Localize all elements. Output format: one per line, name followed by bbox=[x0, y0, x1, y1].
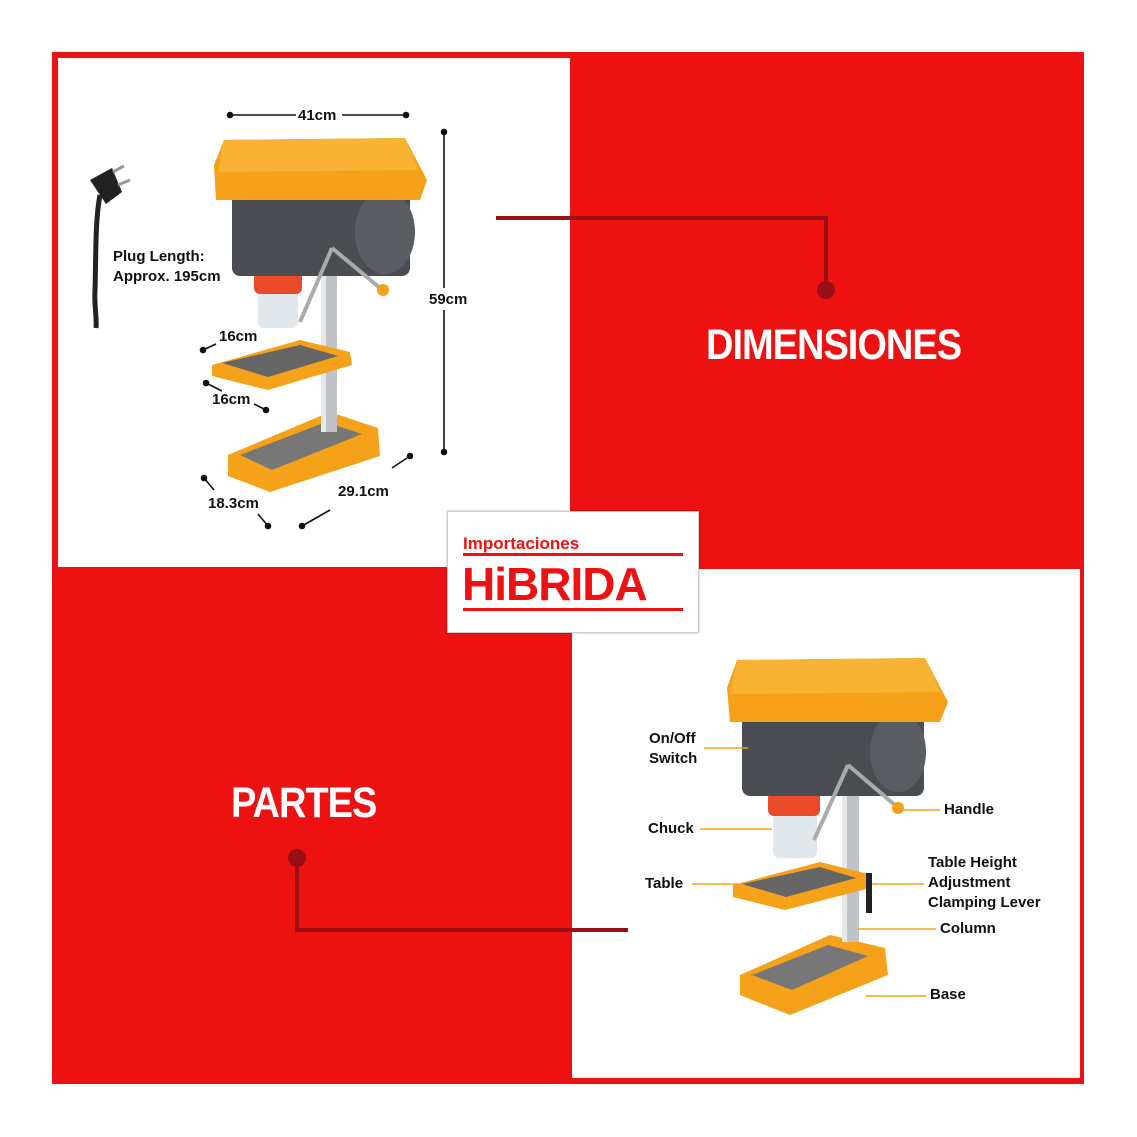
base-depth-label: 29.1cm bbox=[338, 483, 389, 500]
logo-bottom-rule bbox=[463, 608, 683, 611]
chuck-label: Chuck bbox=[648, 820, 694, 837]
logo-small-text: Importaciones bbox=[463, 534, 580, 553]
base-label: Base bbox=[930, 986, 966, 1003]
table-width-label: 16cm bbox=[212, 391, 251, 408]
plug-length-line2: Approx. 195cm bbox=[113, 268, 221, 285]
plug-length-label: Plug Length: Approx. 195cm bbox=[113, 247, 221, 287]
clamp-line3: Clamping Lever bbox=[928, 894, 1041, 911]
drill-press-image bbox=[212, 138, 427, 492]
on-off-line1: On/Off bbox=[649, 730, 696, 747]
on-off-line2: Switch bbox=[649, 750, 698, 767]
width-top-label: 41cm bbox=[298, 107, 337, 124]
table-label: Table bbox=[645, 875, 684, 892]
base-width-label: 18.3cm bbox=[208, 495, 259, 512]
dimensiones-heading: DIMENSIONES bbox=[706, 322, 962, 370]
on-off-switch-label: On/Off Switch bbox=[649, 729, 697, 769]
column-label: Column bbox=[940, 920, 996, 937]
clamping-lever-label: Table Height Adjustment Clamping Lever bbox=[928, 853, 1041, 913]
importaciones-hibrida-logo: Importaciones HiBRIDA bbox=[447, 511, 699, 633]
clamp-line2: Adjustment bbox=[928, 874, 1011, 891]
plug-icon bbox=[90, 164, 131, 329]
partes-connector bbox=[288, 849, 628, 932]
clamp-line1: Table Height bbox=[928, 854, 1017, 871]
drill-press-image-parts bbox=[727, 658, 948, 1015]
dimension-lines bbox=[199, 111, 448, 530]
dimensiones-connector bbox=[496, 216, 835, 299]
height-label: 59cm bbox=[429, 291, 468, 308]
partes-heading: PARTES bbox=[231, 780, 377, 828]
part-leader-lines bbox=[692, 747, 940, 997]
logo-brand-text: HiBRIDA bbox=[462, 558, 648, 610]
logo-top-rule bbox=[463, 553, 683, 556]
plug-length-line1: Plug Length: bbox=[113, 248, 205, 265]
table-depth-label: 16cm bbox=[219, 328, 258, 345]
handle-label: Handle bbox=[944, 801, 995, 818]
